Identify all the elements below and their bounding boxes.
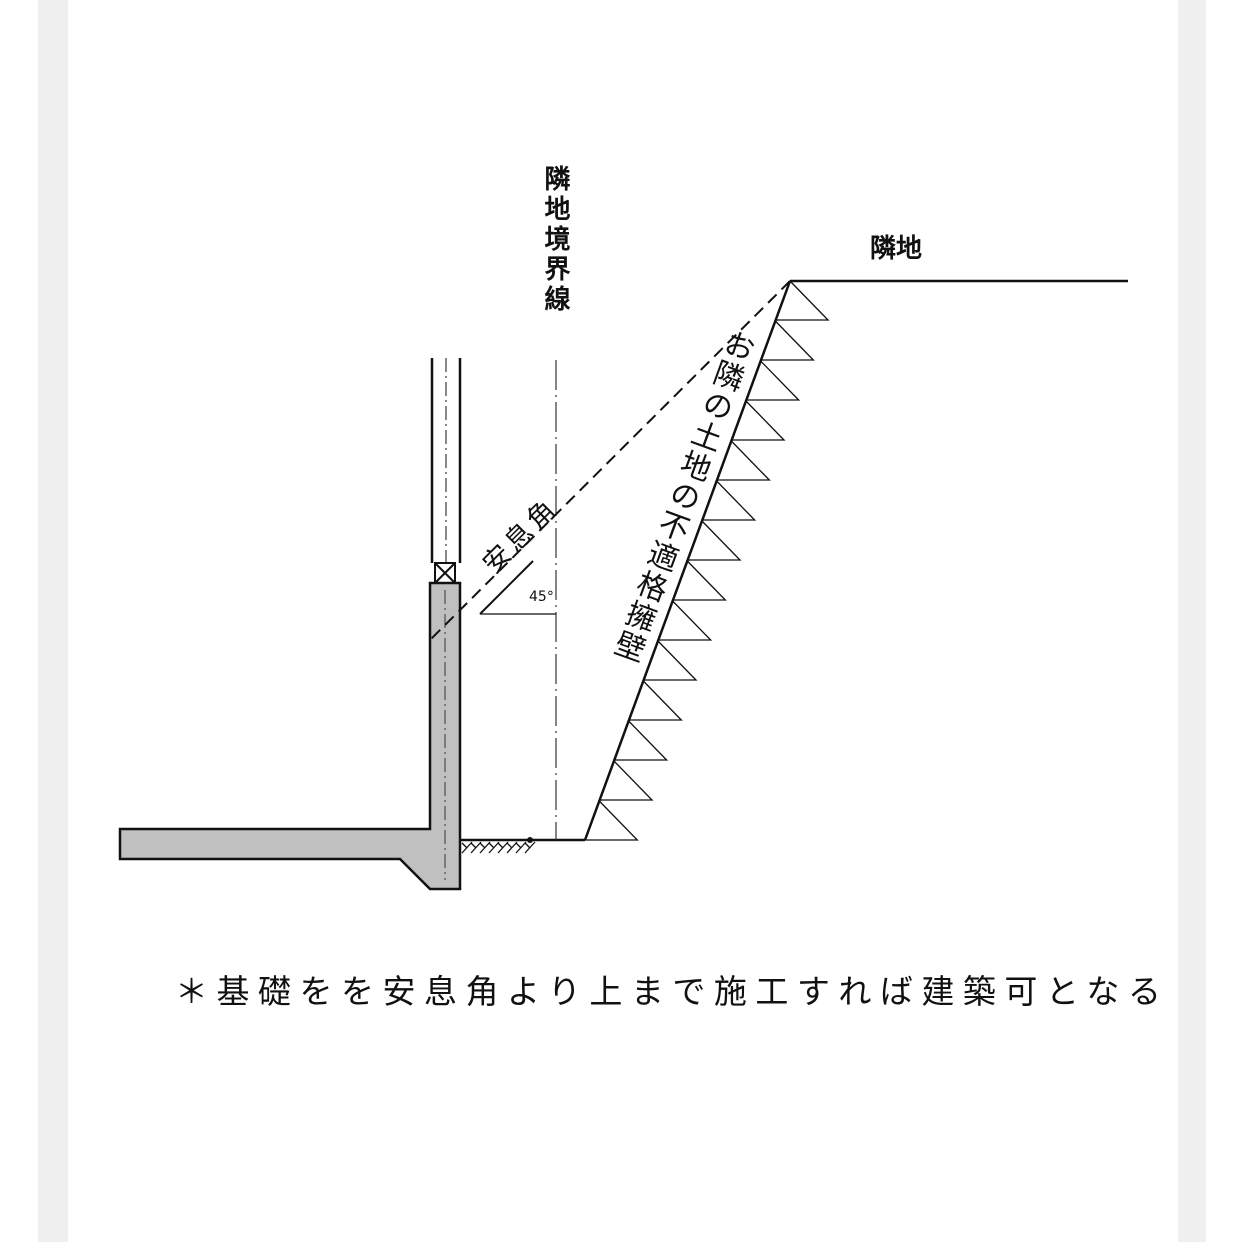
hatch-line <box>470 842 477 849</box>
hatch-line <box>479 842 486 849</box>
wall-tooth <box>717 440 771 481</box>
wall-tooth <box>643 640 698 681</box>
hatch-line <box>488 842 495 849</box>
retaining-wall <box>583 280 792 841</box>
retaining-wall-hatching <box>585 280 830 841</box>
crossed-box-icon <box>434 562 456 584</box>
ground-point <box>527 837 533 843</box>
angle-marker <box>479 560 556 615</box>
neighbor-land-label: 隣地 <box>870 234 922 264</box>
wall-tooth <box>599 760 654 801</box>
angle-of-repose-label: 安息角 <box>477 492 565 580</box>
caption: ＊基礎をを安息角より上まで施工すれば建築可となる <box>175 972 1169 1011</box>
wall-tooth <box>731 400 786 441</box>
hatch-line <box>515 842 522 849</box>
wall-tooth <box>658 600 713 641</box>
wall-tooth <box>629 680 683 721</box>
wall-tooth <box>775 280 830 321</box>
angle-of-repose-line <box>429 280 791 641</box>
wall-tooth <box>746 360 801 401</box>
soil-hatching <box>461 841 536 854</box>
building-wall <box>430 358 462 563</box>
retaining-wall-label: お隣の土地の不適格擁壁 <box>605 324 759 667</box>
foundation <box>118 581 462 891</box>
wall-tooth <box>687 520 742 561</box>
hatch-line <box>506 842 513 849</box>
hatch-line <box>497 842 504 849</box>
hatch-line <box>461 842 468 849</box>
hatch-line <box>524 842 531 849</box>
right-margin-bar <box>1178 0 1206 1242</box>
wall-tooth <box>761 320 815 361</box>
boundary-line-label: 隣地境界線 <box>540 165 570 315</box>
angle-label: 45° <box>529 589 554 605</box>
wall-tooth <box>585 800 639 841</box>
wall-tooth <box>614 720 669 761</box>
left-margin-bar <box>38 0 68 1242</box>
wall-tooth <box>673 560 727 601</box>
wall-tooth <box>702 480 757 521</box>
